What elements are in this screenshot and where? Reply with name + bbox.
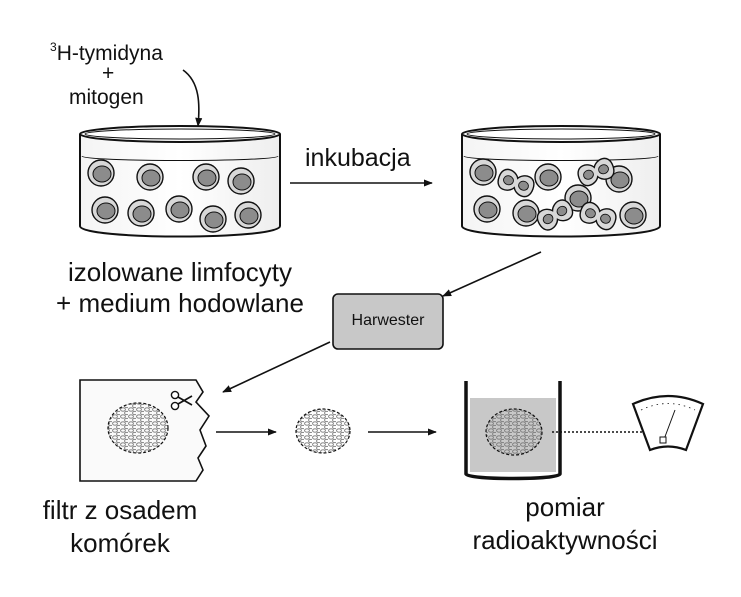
to-harvester-arrow bbox=[442, 251, 542, 297]
scissors-icon bbox=[170, 390, 193, 411]
lymphocyte-cell bbox=[165, 195, 193, 223]
to-filter-arrow bbox=[222, 341, 331, 393]
vial-filter-disc bbox=[485, 408, 543, 456]
filter-caption-2: komórek bbox=[70, 528, 170, 558]
lymphocyte-cell bbox=[469, 158, 497, 186]
dividing-cell bbox=[497, 168, 535, 198]
mitogen-label: mitogen bbox=[69, 86, 144, 109]
lymphocyte-cell bbox=[234, 201, 262, 229]
dividing-cell bbox=[536, 199, 574, 231]
incubation-label: inkubacja bbox=[305, 144, 411, 172]
dish-left-caption-1: izolowane limfocyty bbox=[68, 257, 292, 287]
lymphocyte-cell bbox=[136, 163, 164, 191]
lymphocyte-cell bbox=[91, 196, 119, 224]
dividing-cell bbox=[579, 201, 617, 231]
filter-caption-1: filtr z osadem bbox=[42, 495, 198, 525]
filter-disc bbox=[295, 408, 351, 454]
harvester-box bbox=[332, 293, 444, 350]
lymphocyte-cell bbox=[127, 199, 155, 227]
lymphocytes-dividing bbox=[469, 157, 647, 231]
measurement-caption-2: radioaktywności bbox=[472, 525, 658, 555]
petri-dish-left bbox=[79, 125, 281, 238]
scintillation-vial bbox=[464, 381, 562, 481]
measurement-caption-1: pomiar bbox=[525, 492, 605, 522]
isotope-label: 3H-tymidyna bbox=[50, 40, 163, 66]
isotope-name: H-tymidyna bbox=[56, 42, 163, 65]
lymphocytes-resting bbox=[87, 159, 262, 233]
petri-dish-right bbox=[461, 125, 661, 238]
lymphocyte-cell bbox=[619, 201, 647, 229]
isotope-mass-number: 3 bbox=[50, 40, 57, 54]
lymphocyte-cell bbox=[192, 163, 220, 191]
harvester-label: Harwester bbox=[351, 312, 425, 329]
filter-disc-spot bbox=[107, 402, 169, 454]
lymphocyte-cell bbox=[87, 159, 115, 187]
dish-left-caption-2: + medium hodowlane bbox=[56, 288, 304, 318]
radioactivity-meter-icon bbox=[631, 394, 705, 452]
lymphocyte-cell bbox=[227, 167, 255, 195]
input-arrow bbox=[182, 69, 203, 127]
plus-sign: + bbox=[102, 62, 115, 85]
filter-sheet bbox=[79, 379, 211, 482]
lymphocyte-cell bbox=[473, 195, 501, 223]
lymphocyte-cell bbox=[534, 163, 562, 191]
lymphocyte-cell bbox=[512, 199, 540, 227]
dividing-cell bbox=[577, 157, 615, 187]
lymphocyte-cell bbox=[199, 205, 227, 233]
